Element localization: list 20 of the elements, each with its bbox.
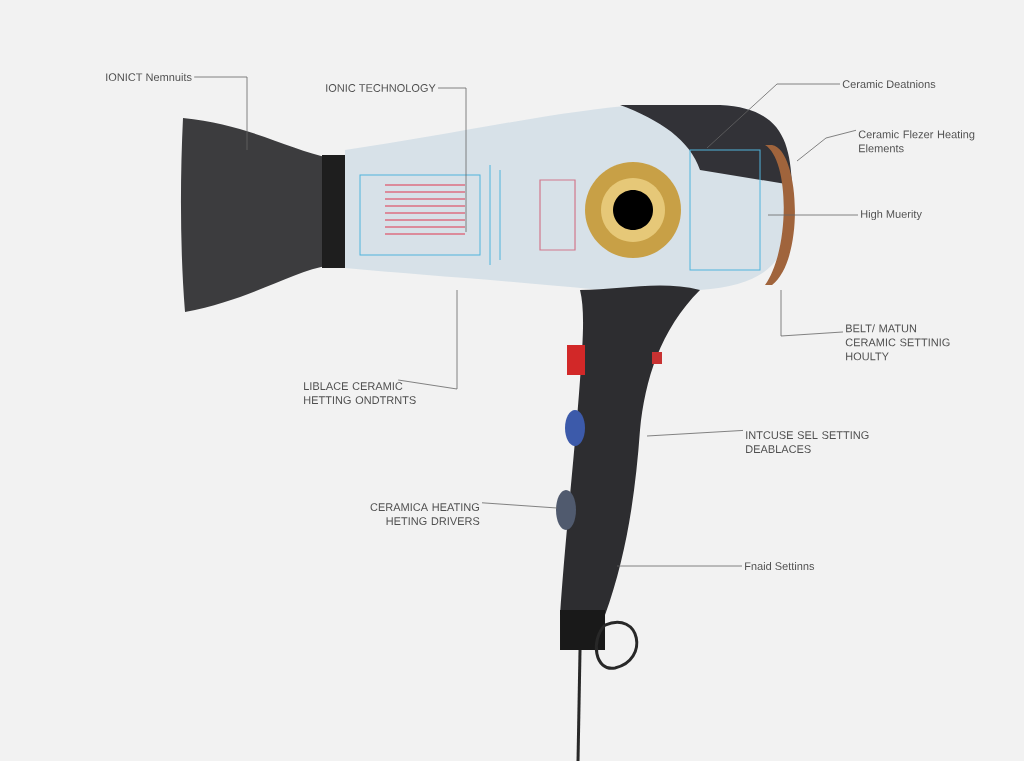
- callout-label: CERAMICA HEATING HETING DRIVERS: [370, 503, 480, 525]
- callout-label: IONICT Nemnuits: [106, 72, 192, 82]
- leader-line: [437, 87, 467, 233]
- leader-line: [767, 214, 859, 216]
- callout-label: BELT/ MATUN CERAMIC SETTINIG HOULTY: [845, 324, 950, 361]
- leader-line: [796, 129, 857, 162]
- leader-line: [193, 76, 248, 151]
- leader-line: [780, 289, 844, 337]
- callout-label: High Muerity: [861, 209, 922, 221]
- callout-label: IONIC TECHNOLOGY: [326, 84, 436, 92]
- callout-label: INTCUSE SEL SETTING DEABLACES: [746, 431, 869, 453]
- callout-label: LIBLACE CERAMIC HETTING ONDTRNTS: [304, 382, 416, 404]
- leader-line: [397, 289, 458, 390]
- leader-line: [706, 83, 841, 149]
- leader-line: [481, 502, 558, 509]
- leader-line: [616, 565, 743, 567]
- callout-label: Ceramic Deatnions: [842, 79, 936, 89]
- callout-label: Ceramic Flezer Heating Elements: [858, 130, 975, 153]
- callout-label: Fnaid Settinns: [745, 561, 815, 571]
- leader-line: [646, 430, 744, 437]
